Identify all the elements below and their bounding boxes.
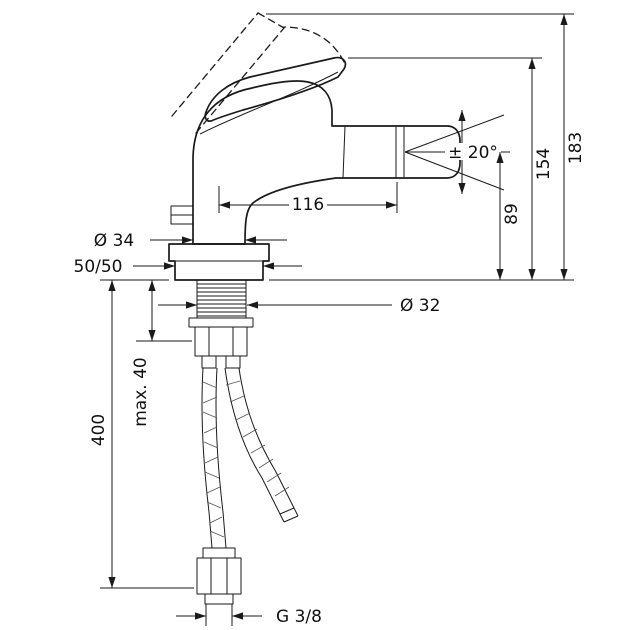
dim-label-angle: ± 20° [448,143,498,163]
dimension-lines: 116 ± 20° 89 154 [74,13,586,627]
dimension-shank-diameter: Ø 32 [158,296,440,316]
dim-label-d34: Ø 34 [94,231,134,251]
dim-label-max40: max. 40 [131,357,151,426]
dimension-hose-400: 400 [89,280,194,589]
supply-hose-left [201,367,227,549]
handle-lever-raised-outline [171,12,345,134]
dim-label-89: 89 [502,203,522,225]
dimension-swivel-angle: ± 20° [404,110,510,194]
dimension-reach-116: 116 [218,182,398,215]
dimension-height-89: 89 [496,152,522,280]
base-plate [168,243,270,281]
dimension-max-40: max. 40 [131,280,192,427]
faucet-outline [192,80,461,245]
dim-label-400: 400 [89,414,109,446]
dimension-height-154: 154 [528,58,554,280]
hose-connector-nut [196,547,242,605]
dim-label-183: 183 [566,132,586,164]
faucet-body-group [168,12,461,605]
handle-lever [204,56,347,122]
mounting-nut [188,317,254,369]
dim-label-116: 116 [292,195,324,215]
dimension-base-5050: 50/50 [74,257,302,277]
dimension-height-183: 183 [560,14,586,280]
dimension-body-diameter: Ø 34 [94,231,287,251]
supply-hose-right [224,367,299,523]
handle-seam [199,71,339,135]
mounting-shank [196,279,247,319]
dim-label-154: 154 [534,148,554,180]
dim-label-d32: Ø 32 [400,296,440,316]
aerator [342,125,405,179]
side-tab [170,205,194,225]
dim-label-5050: 50/50 [74,257,123,277]
dim-label-g38: G 3/8 [276,607,322,627]
dimension-thread-g38: G 3/8 [176,604,322,627]
